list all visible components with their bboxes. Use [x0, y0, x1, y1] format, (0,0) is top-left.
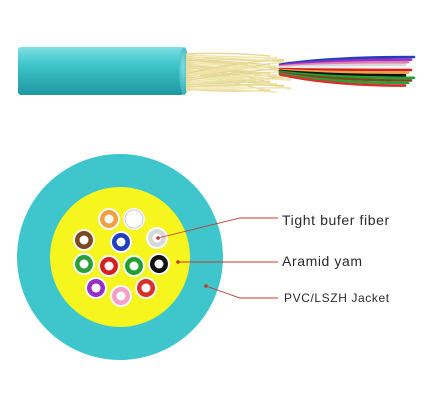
aramid-strand	[185, 80, 271, 86]
cable-jacket	[18, 47, 184, 95]
fiber-core-white	[129, 214, 139, 224]
aramid-strand	[185, 52, 271, 57]
fiber-core-black	[154, 259, 164, 269]
aramid-strand	[185, 73, 278, 83]
aramid-strand	[185, 54, 278, 59]
aramid-strand	[185, 60, 292, 76]
aramid-strand	[185, 58, 285, 75]
cable-cross-section	[17, 154, 223, 360]
aramid-strand	[185, 78, 292, 85]
fiber-strands	[278, 55, 416, 87]
leader-line-tight-buffer	[157, 217, 278, 239]
fiber-core-brown	[79, 235, 89, 245]
fiber-core-blue	[116, 237, 126, 247]
label-aramid-yarn: Aramid yam	[282, 253, 363, 269]
fiber-core-orange	[104, 214, 114, 224]
leader-lines	[156, 217, 278, 299]
cable-side-view	[18, 47, 416, 95]
fiber-strand	[278, 73, 407, 87]
leader-dot-jacket	[204, 284, 208, 288]
aramid-strand	[185, 65, 278, 78]
aramid-strand	[185, 84, 285, 88]
leader-dot-tight-buffer	[156, 236, 160, 240]
label-tight-buffer-fiber: Tight bufer fiber	[282, 212, 390, 228]
fiber-core-rose	[116, 291, 126, 301]
aramid-strand	[185, 61, 292, 73]
leader-dot-aramid	[176, 260, 180, 264]
tight-buffer-fibers	[72, 207, 171, 308]
fiber-core-green	[79, 259, 89, 269]
aramid-yarn-strands	[185, 52, 292, 93]
fiber-strand	[278, 66, 416, 70]
aramid-strand	[185, 64, 285, 79]
aramid-strand	[185, 56, 292, 64]
fiber-core-red	[104, 261, 114, 271]
fiber-core-aqua-green	[129, 261, 139, 271]
aramid-strand	[185, 59, 285, 70]
fiber-core-red-2	[141, 283, 151, 293]
aramid-strand	[185, 88, 278, 93]
aramid-strand	[185, 71, 271, 82]
leader-line-jacket	[205, 285, 278, 299]
label-pvc-lszh-jacket: PVC/LSZH Jacket	[284, 291, 390, 305]
fiber-core-violet	[91, 283, 101, 293]
aramid-strand	[185, 67, 285, 79]
